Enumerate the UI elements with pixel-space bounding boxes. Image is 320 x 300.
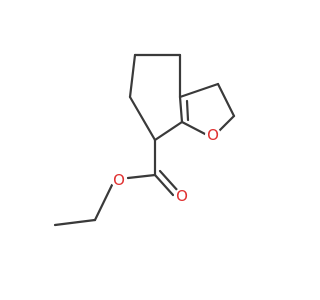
bond-carbonyl-double-b	[158, 169, 180, 193]
bond-oester-ch2	[93, 183, 114, 222]
bond-c3a-c3	[178, 82, 220, 99]
bond-c5-c6	[128, 53, 137, 99]
bond-c7-c7a	[153, 120, 184, 142]
bond-ccarbonyl-oester	[126, 173, 157, 180]
atom-o-ring: O	[205, 126, 221, 144]
bond-c3-c2	[216, 82, 236, 118]
bond-c3a-c7a-double	[185, 99, 190, 122]
atom-o-ring-label: O	[207, 126, 219, 144]
atom-o-carbonyl-label: O	[176, 187, 188, 205]
atom-o-carbonyl: O	[174, 187, 190, 205]
bond-c6-c7	[128, 95, 157, 142]
bond-ch2-ch3	[53, 218, 97, 227]
structure-canvas: O O O	[53, 53, 236, 227]
bond-c3a-c7a	[178, 95, 184, 124]
atom-o-ester: O	[111, 171, 127, 189]
bond-carbonyl-double-a	[153, 173, 175, 197]
molecule-drawing: O O O	[53, 53, 236, 227]
atom-o-ester-label: O	[113, 171, 125, 189]
bond-o1-c7a	[180, 120, 209, 137]
bond-c2-o1	[216, 114, 236, 134]
